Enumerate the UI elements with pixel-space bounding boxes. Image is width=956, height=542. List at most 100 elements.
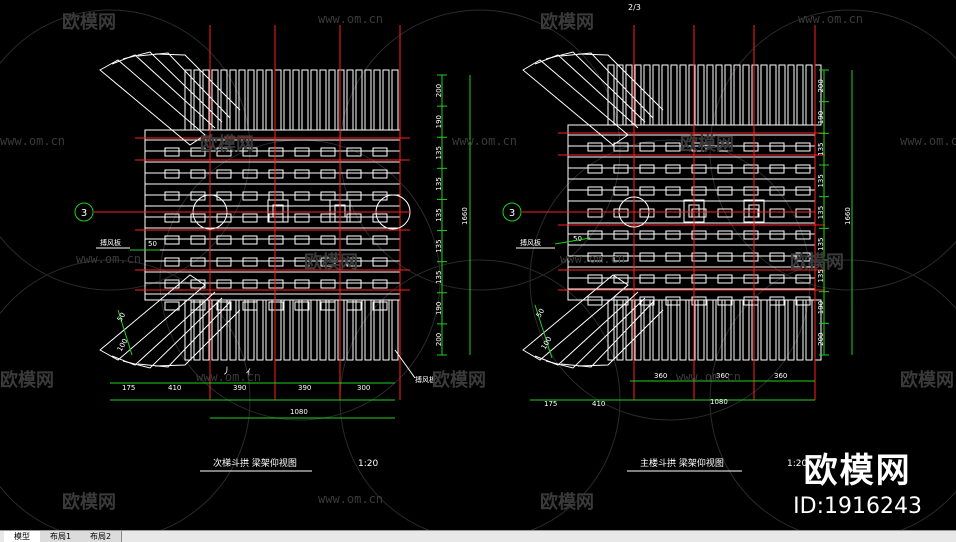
bracket-block bbox=[294, 169, 310, 179]
bracket-block bbox=[795, 296, 811, 306]
bracket-block bbox=[795, 142, 811, 152]
bracket-block bbox=[268, 191, 284, 201]
bracket-block bbox=[665, 208, 681, 218]
rafter bbox=[634, 64, 642, 126]
bracket-block bbox=[769, 252, 785, 262]
rafter bbox=[346, 299, 354, 361]
bracket-block bbox=[216, 279, 232, 289]
rafter bbox=[652, 299, 660, 361]
rafter bbox=[661, 299, 669, 361]
column-square-inner bbox=[272, 204, 284, 218]
right-dim-label: 200 bbox=[435, 333, 443, 346]
rafter bbox=[247, 69, 255, 131]
bracket-block bbox=[268, 257, 284, 267]
rafter bbox=[643, 64, 651, 126]
left-corner-rafters bbox=[99, 51, 241, 369]
bracket-block bbox=[717, 186, 733, 196]
bracket-block bbox=[164, 191, 180, 201]
bracket-block bbox=[613, 252, 629, 262]
right-dim-label: 135 bbox=[817, 237, 825, 250]
bracket-block bbox=[665, 230, 681, 240]
rafter bbox=[706, 64, 714, 126]
bracket-block bbox=[795, 274, 811, 284]
rafter bbox=[328, 69, 336, 131]
tab-layout2[interactable]: 布局2 bbox=[80, 531, 123, 542]
rafter bbox=[292, 69, 300, 131]
rafter bbox=[202, 69, 210, 131]
bracket-block bbox=[743, 252, 759, 262]
rafter bbox=[328, 299, 336, 361]
bracket-block bbox=[294, 191, 310, 201]
watermark-logo: 欧模网 bbox=[432, 370, 486, 391]
bracket-block bbox=[795, 164, 811, 174]
cad-drawing-canvas[interactable]: 3 搏风板 50 搏风板 50 100 20019013513513513513… bbox=[0, 0, 956, 530]
rafter bbox=[706, 299, 714, 361]
brand-id: ID:1916243 bbox=[793, 494, 922, 519]
rafter bbox=[634, 299, 642, 361]
rafter bbox=[256, 69, 264, 131]
rafter bbox=[391, 69, 399, 131]
rafter bbox=[778, 299, 786, 361]
bracket-block bbox=[691, 296, 707, 306]
rafter bbox=[697, 299, 705, 361]
bracket-block bbox=[242, 257, 258, 267]
bracket-block bbox=[372, 147, 388, 157]
bracket-block bbox=[613, 142, 629, 152]
watermark-logo: 欧模网 bbox=[304, 252, 358, 273]
rafter bbox=[724, 64, 732, 126]
bracket-block bbox=[268, 301, 284, 311]
bracket-block bbox=[164, 301, 180, 311]
rafter bbox=[751, 299, 759, 361]
watermark-url: www.om.cn bbox=[676, 370, 742, 384]
right-axis-marker-label: 3 bbox=[509, 208, 515, 219]
bracket-block bbox=[268, 147, 284, 157]
bracket-block bbox=[268, 279, 284, 289]
bracket-block bbox=[346, 301, 362, 311]
bracket-block bbox=[665, 296, 681, 306]
bracket-block bbox=[743, 142, 759, 152]
rafter bbox=[265, 69, 273, 131]
bracket-block bbox=[639, 296, 655, 306]
bracket-block bbox=[346, 257, 362, 267]
watermark-url: www.om.cn bbox=[196, 370, 262, 384]
right-dim-label: 135 bbox=[435, 239, 443, 252]
bracket-block bbox=[587, 208, 603, 218]
bracket-block bbox=[372, 191, 388, 201]
left-bottom-dim-2: 390 bbox=[233, 384, 246, 392]
bracket-block bbox=[346, 191, 362, 201]
watermark-url: www.om.cn bbox=[452, 134, 518, 148]
bracket-block bbox=[216, 191, 232, 201]
rafter bbox=[382, 69, 390, 131]
bracket-block bbox=[769, 186, 785, 196]
bracket-block bbox=[587, 142, 603, 152]
left-bottom-dim-4: 300 bbox=[357, 384, 370, 392]
watermark-logo: 欧模网 bbox=[200, 134, 254, 155]
right-bottom-total: 1080 bbox=[710, 398, 728, 406]
bracket-block bbox=[639, 164, 655, 174]
bracket-block bbox=[164, 279, 180, 289]
tab-layout1[interactable]: 布局1 bbox=[40, 531, 83, 542]
right-bracket-plan: 3 搏风板 50 50 100 2/3 20019013513513513513… bbox=[502, 3, 853, 472]
bracket-block bbox=[639, 274, 655, 284]
left-scale: 1:20 bbox=[358, 459, 378, 469]
rafter bbox=[373, 299, 381, 361]
bracket-block bbox=[613, 164, 629, 174]
bracket-block bbox=[294, 279, 310, 289]
bracket-block bbox=[769, 296, 785, 306]
left-title: 次梯斗拱 梁架仰视图 bbox=[213, 457, 297, 469]
bracket-block bbox=[717, 164, 733, 174]
bracket-block bbox=[164, 257, 180, 267]
rafter bbox=[751, 64, 759, 126]
bracket-block bbox=[268, 169, 284, 179]
right-dim-label: 135 bbox=[435, 271, 443, 284]
bracket-block bbox=[190, 257, 206, 267]
watermark-logo: 欧模网 bbox=[62, 12, 116, 33]
bracket-block bbox=[613, 274, 629, 284]
right-dim-label: 135 bbox=[817, 269, 825, 282]
right-dim-label: 200 bbox=[817, 79, 825, 92]
bracket-block bbox=[346, 213, 362, 223]
bracket-block bbox=[717, 296, 733, 306]
tab-model[interactable]: 模型 bbox=[4, 531, 41, 542]
bracket-block bbox=[691, 230, 707, 240]
